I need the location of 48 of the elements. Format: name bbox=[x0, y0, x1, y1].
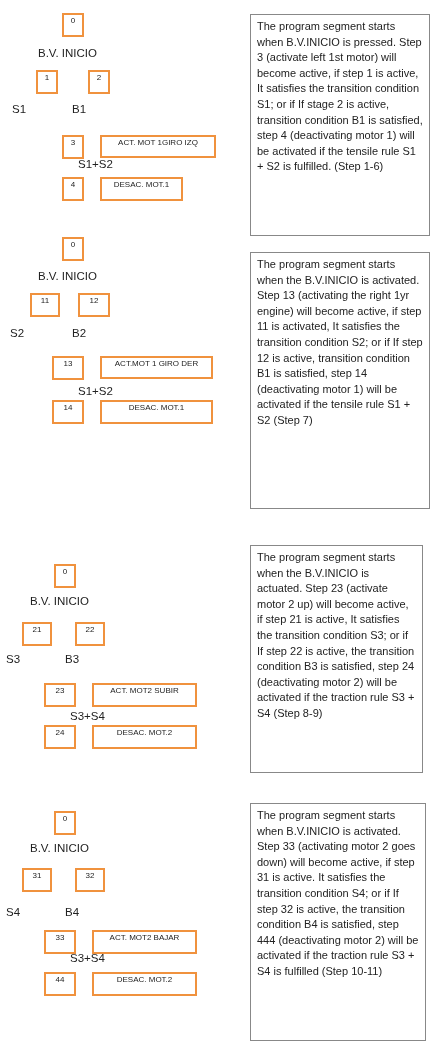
step-box: 24 bbox=[44, 725, 76, 749]
description-box: The program segment starts when B.V.INICIO is activated. Step 33 (activating motor 2 goes down) will become active, if step 31 is active. It satisfies the transition condition S4; or if If step 32 is active, the transition condition B4 is satisfied, step 444 (deactivating motor 2) will be activated if the traction rule S3 + S4 is fulfilled (Step 10-11) bbox=[250, 803, 426, 1041]
step-box: 32 bbox=[75, 868, 105, 892]
start-button-label: B.V. INICIO bbox=[30, 595, 89, 607]
step-box: 23 bbox=[44, 683, 76, 707]
step-box: 14 bbox=[52, 400, 84, 424]
step-box: 31 bbox=[22, 868, 52, 892]
condition-label: B2 bbox=[72, 327, 87, 339]
transition-condition: S1+S2 bbox=[78, 385, 113, 397]
step-box: 12 bbox=[78, 293, 110, 317]
action-box: DESAC. MOT.1 bbox=[100, 400, 213, 424]
start-button-label: B.V. INICIO bbox=[38, 47, 97, 59]
condition-label: S4 bbox=[6, 906, 21, 918]
start-button-label: B.V. INICIO bbox=[38, 270, 97, 282]
action-box: DESAC. MOT.2 bbox=[92, 725, 197, 749]
step-box: 0 bbox=[54, 811, 76, 835]
step-box: 0 bbox=[62, 237, 84, 261]
condition-label: S1 bbox=[12, 103, 27, 115]
description-box: The program segment starts when B.V.INICIO is pressed. Step 3 (activate left 1st motor) will become active, if step 1 is active, It satisfies the transition condition S1; or if If stage 2 is active, transition condition B1 is satisfied, step 4 (deactivating motor 1) will be activated if the tensile rule S1 + S2 is fulfilled. (Step 1-6) bbox=[250, 14, 430, 236]
start-button-label: B.V. INICIO bbox=[30, 842, 89, 854]
transition-condition: S3+S4 bbox=[70, 952, 105, 964]
condition-label: B4 bbox=[65, 906, 80, 918]
transition-condition: S3+S4 bbox=[70, 710, 105, 722]
action-box: ACT. MOT2 BAJAR bbox=[92, 930, 197, 954]
action-box: DESAC. MOT.1 bbox=[100, 177, 183, 201]
action-box: ACT. MOT 1GIRO IZQ bbox=[100, 135, 216, 158]
step-box: 3 bbox=[62, 135, 84, 159]
transition-condition: S1+S2 bbox=[78, 158, 113, 170]
step-box: 1 bbox=[36, 70, 58, 94]
step-box: 21 bbox=[22, 622, 52, 646]
step-box: 13 bbox=[52, 356, 84, 380]
step-box: 33 bbox=[44, 930, 76, 954]
condition-label: S3 bbox=[6, 653, 21, 665]
step-box: 44 bbox=[44, 972, 76, 996]
condition-label: B1 bbox=[72, 103, 87, 115]
condition-label: S2 bbox=[10, 327, 25, 339]
action-box: DESAC. MOT.2 bbox=[92, 972, 197, 996]
step-box: 11 bbox=[30, 293, 60, 317]
step-box: 0 bbox=[62, 13, 84, 37]
action-box: ACT. MOT2 SUBIR bbox=[92, 683, 197, 707]
step-box: 22 bbox=[75, 622, 105, 646]
action-box: ACT.MOT 1 GIRO DER bbox=[100, 356, 213, 379]
step-box: 0 bbox=[54, 564, 76, 588]
description-box: The program segment starts when the B.V.INICIO is actuated. Step 23 (activate motor 2 up) will become active, if step 21 is active, It satisfies the transition condition S3; or if If step 22 is active, the transition condition B3 is satisfied, step 24 (deactivating motor 2) will be activated if the traction rule S3 + S4 (Step 8-9) bbox=[250, 545, 423, 773]
step-box: 4 bbox=[62, 177, 84, 201]
condition-label: B3 bbox=[65, 653, 80, 665]
description-box: The program segment starts when the B.V.INICIO is activated. Step 13 (activating the right 1yr engine) will become active, if step 11 is activated, It satisfies the transition condition S2; or if If step 12 is active, transition condition B1 is satisfied, step 14 (deactivating motor 1) will be activated if the tensile rule S1 + S2 (Step 7) bbox=[250, 252, 430, 509]
step-box: 2 bbox=[88, 70, 110, 94]
